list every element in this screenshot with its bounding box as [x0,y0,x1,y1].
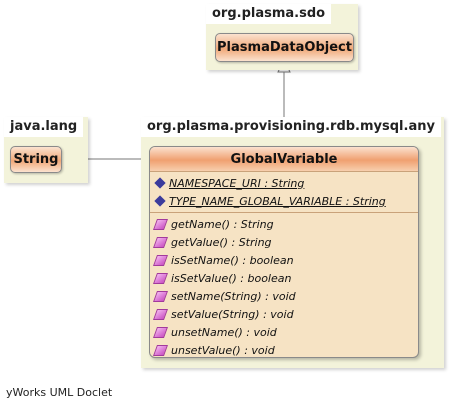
operation-label: setValue(String) : void [171,307,294,321]
package-name: java.lang [4,117,84,137]
operation-row: unsetValue() : void [152,341,414,357]
attribute-label: TYPE_NAME_GLOBAL_VARIABLE : String [169,194,386,208]
attribute-row: NAMESPACE_URI : String [154,174,414,192]
operation-label: setName(String) : void [171,289,296,303]
operation-row: setValue(String) : void [152,305,414,323]
operation-icon [152,236,169,248]
operation-row: isSetName() : boolean [152,251,414,269]
package-name: org.plasma.sdo [206,4,332,24]
static-attribute-icon [154,177,166,189]
class-name: GlobalVariable [230,151,338,167]
operation-icon [152,326,169,338]
class-name: String [13,152,59,167]
operation-label: unsetName() : void [171,325,277,339]
operation-row: unsetName() : void [152,323,414,341]
operation-icon [152,290,169,302]
operation-label: unsetValue() : void [171,343,275,357]
class-name: PlasmaDataObject [217,40,352,55]
generator-credit: yWorks UML Doclet [6,386,113,399]
package-name: org.plasma.provisioning.rdb.mysql.any [141,117,441,137]
operation-label: getName() : String [171,217,274,231]
static-attribute-icon [154,195,166,207]
package-java-lang: java.lang String [4,117,88,183]
operation-icon [152,254,169,266]
class-plasmadataobject[interactable]: PlasmaDataObject [215,33,354,62]
operation-label: isSetName() : boolean [171,253,294,267]
package-org-plasma-sdo: org.plasma.sdo PlasmaDataObject [206,4,358,70]
operation-icon [152,272,169,284]
operation-icon [152,218,169,230]
operation-row: getName() : String [152,215,414,233]
attribute-row: TYPE_NAME_GLOBAL_VARIABLE : String [154,192,414,210]
attributes-compartment: NAMESPACE_URI : String TYPE_NAME_GLOBAL_… [150,172,418,213]
operation-row: getValue() : String [152,233,414,251]
class-header: GlobalVariable [150,147,418,172]
operation-label: isSetValue() : boolean [171,271,292,285]
operation-label: getValue() : String [171,235,272,249]
operations-compartment: getName() : String getValue() : String i… [150,213,418,357]
operation-row: isSetValue() : boolean [152,269,414,287]
class-string[interactable]: String [10,146,62,173]
operation-icon [152,344,169,356]
attribute-label: NAMESPACE_URI : String [169,176,305,190]
class-globalvariable[interactable]: GlobalVariable NAMESPACE_URI : String TY… [149,146,419,358]
operation-icon [152,308,169,320]
operation-row: setName(String) : void [152,287,414,305]
